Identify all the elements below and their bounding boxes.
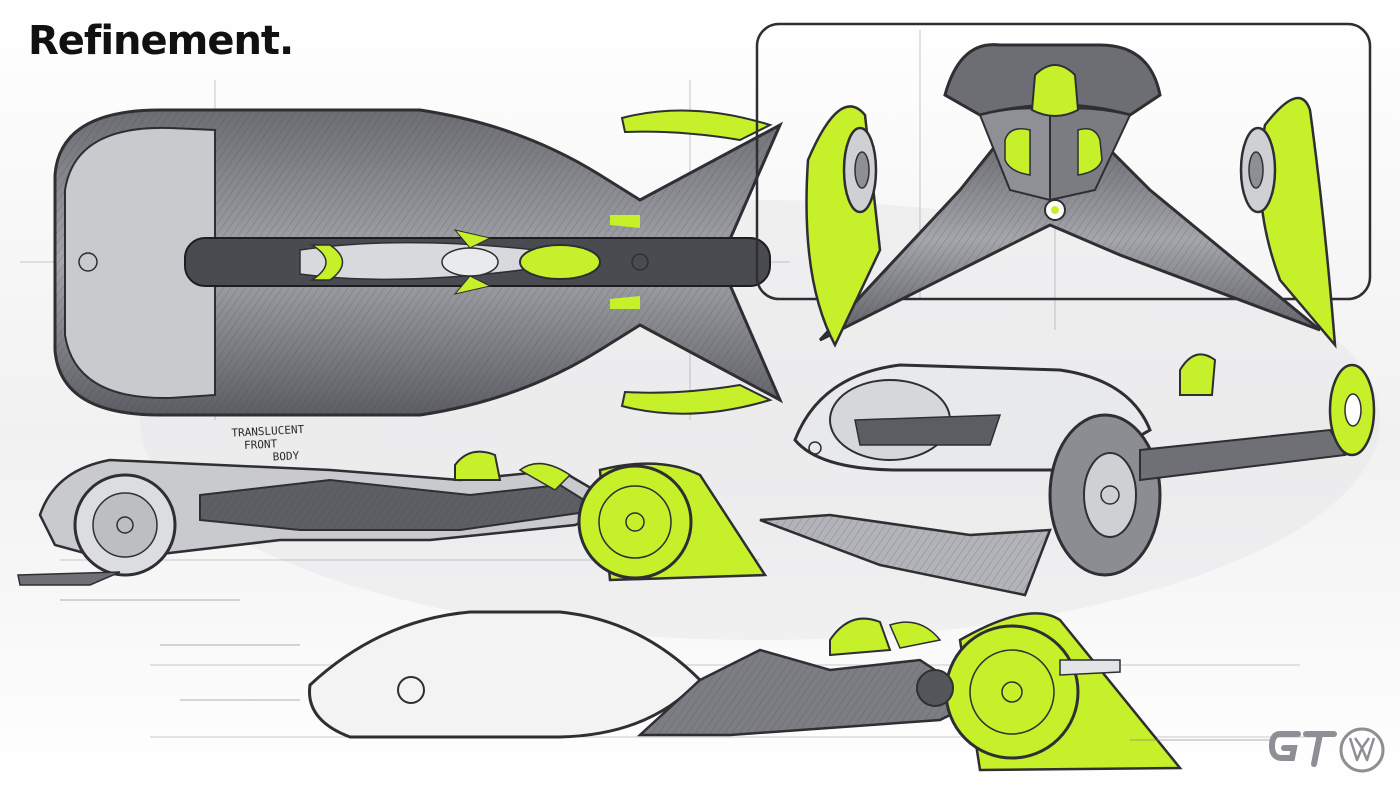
side-view-sketch-upper [17,450,768,586]
gt-logo [1268,731,1337,767]
speed-lines [60,599,1270,741]
front-view-sketch [755,22,1372,349]
top-view-sketch [53,108,784,417]
brand-logos [1268,727,1385,773]
vw-logo [1339,727,1385,773]
side-view-sketch-lower [308,610,1183,772]
annotation-translucent-front-body: TRANSLUCENT FRONT BODY [231,419,373,465]
page-title: Refinement. [28,18,294,64]
rear-three-quarter-sketch [759,353,1376,597]
